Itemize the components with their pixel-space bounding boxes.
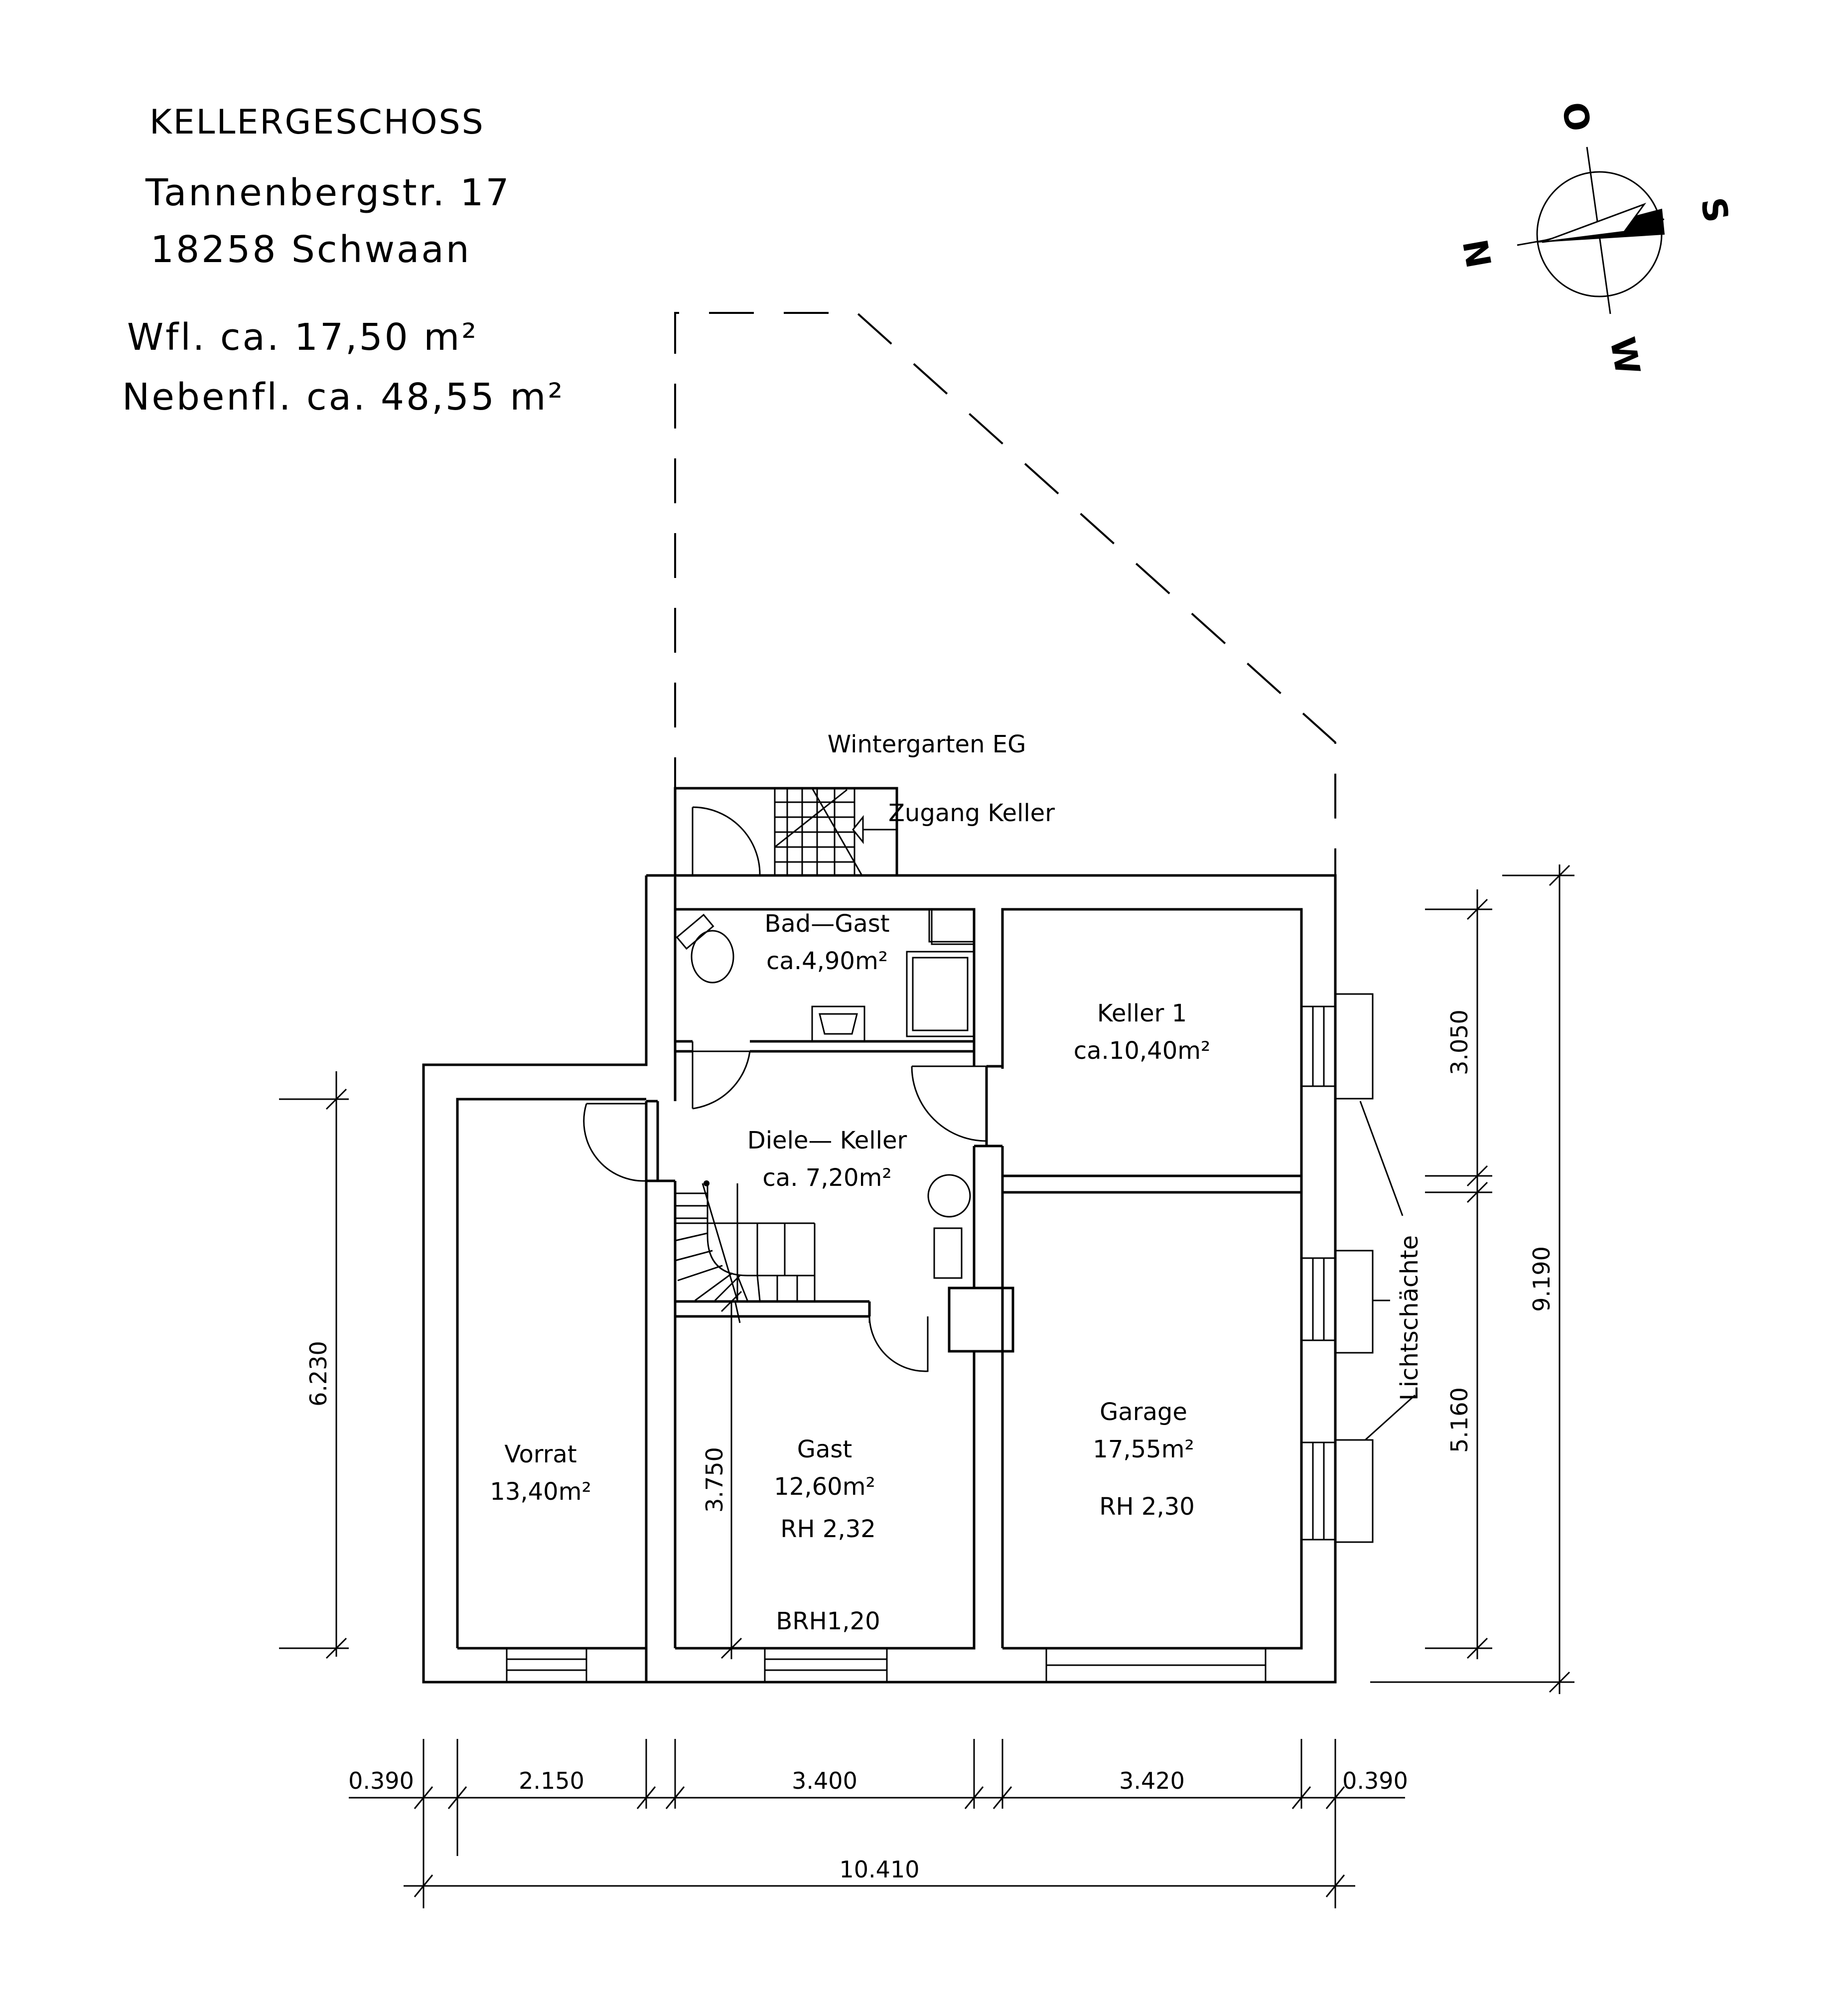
address-street: Tannenbergstr. 17: [145, 171, 511, 214]
room-gast-sill: BRH1,20: [776, 1607, 880, 1635]
tank-icon: [933, 1227, 963, 1279]
address-city: 18258 Schwaan: [150, 228, 471, 271]
secondary-area-label: Nebenfl. ca. 48,55 m²: [122, 376, 565, 419]
compass-east-label: O: [1554, 99, 1598, 135]
compass-north-label: N: [1454, 237, 1498, 272]
boiler-icon: [927, 1174, 971, 1218]
toilet-icon: [676, 913, 734, 984]
room-garage-area: 17,55m²: [1093, 1435, 1194, 1463]
dim-bottom-3: 3.400: [792, 1767, 857, 1794]
dim-bottom-5: 0.390: [1342, 1767, 1408, 1794]
wintergarten-outline: [674, 312, 1336, 877]
light-shafts: [1335, 993, 1390, 1543]
access-stair: [774, 787, 863, 876]
room-keller1-area: ca.10,40m²: [1074, 1037, 1210, 1065]
compass-west-label: W: [1602, 334, 1647, 378]
room-gast-area: 12,60m²: [774, 1473, 875, 1501]
room-garage-height: RH 2,30: [1099, 1493, 1195, 1521]
room-gast-name: Gast: [797, 1435, 852, 1463]
doors: [583, 806, 987, 1372]
room-keller1-name: Keller 1: [1097, 1000, 1187, 1027]
dim-left-height: 6.230: [305, 1341, 332, 1407]
dim-bottom-1: 0.390: [348, 1767, 414, 1794]
light-shafts-label: Lichtschächte: [1396, 1235, 1423, 1401]
dim-gast-depth: 3.750: [701, 1447, 728, 1513]
dim-bottom-2: 2.150: [519, 1767, 584, 1794]
room-diele-name: Diele— Keller: [747, 1127, 907, 1154]
dim-right-lower: 5.160: [1446, 1387, 1473, 1453]
walls: [422, 787, 1337, 1684]
plan-title: KELLERGESCHOSS: [149, 103, 485, 142]
windows: [506, 908, 1336, 1683]
bathroom-cabinet: [928, 908, 975, 943]
room-bad-name: Bad—Gast: [764, 910, 889, 938]
light-shaft-leaders: [1359, 1101, 1416, 1441]
access-label: Zugang Keller: [888, 799, 1055, 827]
room-vorrat-name: Vorrat: [504, 1440, 576, 1468]
compass-south-label: S: [1693, 195, 1735, 226]
dim-right-upper: 3.050: [1446, 1009, 1473, 1075]
room-bad-area: ca.4,90m²: [766, 947, 888, 975]
living-area-label: Wfl. ca. 17,50 m²: [127, 316, 478, 359]
sink-icon: [811, 1005, 865, 1042]
shower-icon: [906, 951, 975, 1037]
compass-rose: O S N W: [1454, 99, 1736, 378]
dim-total-depth: 9.190: [1528, 1246, 1555, 1312]
room-gast-height: RH 2,32: [780, 1515, 876, 1543]
dim-bottom-4: 3.420: [1119, 1767, 1185, 1794]
room-diele-area: ca. 7,20m²: [762, 1164, 891, 1192]
dim-total-width: 10.410: [840, 1856, 920, 1883]
wintergarten-label: Wintergarten EG: [828, 730, 1026, 758]
room-vorrat-area: 13,40m²: [490, 1478, 591, 1506]
basement-stair: [675, 1180, 816, 1323]
dimension-lines: [279, 864, 1574, 1908]
room-garage-name: Garage: [1100, 1398, 1187, 1426]
access-arrow: [852, 815, 897, 845]
